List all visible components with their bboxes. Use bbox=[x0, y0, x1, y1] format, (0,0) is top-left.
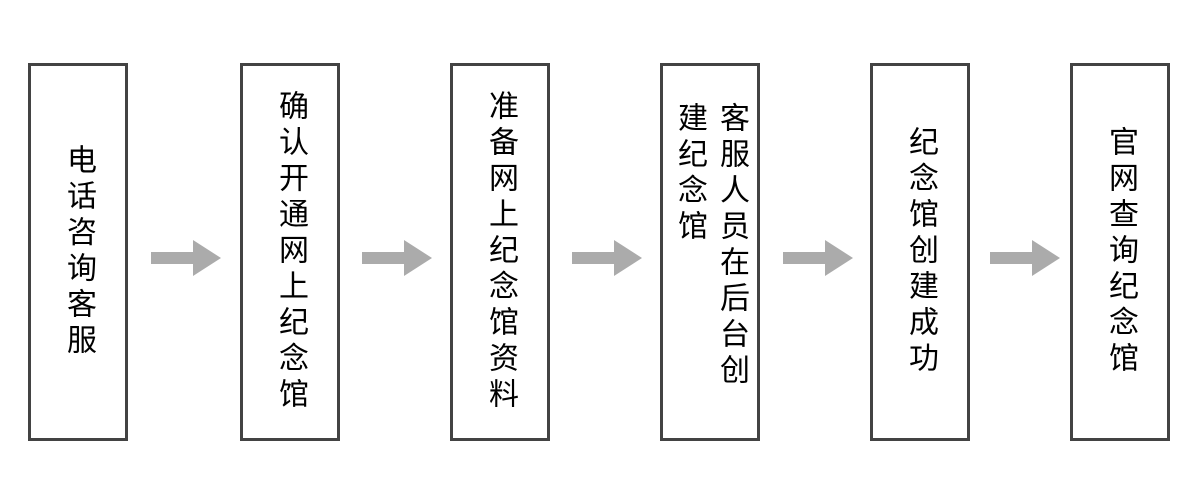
flow-node-1[interactable]: 电话咨询客服 bbox=[28, 63, 128, 441]
flow-node-2[interactable]: 确认开通网上纪念馆 bbox=[240, 63, 340, 441]
flow-node-6[interactable]: 官网查询纪念馆 bbox=[1070, 63, 1170, 441]
flow-node-1-label: 电话咨询客服 bbox=[61, 144, 96, 360]
flow-node-6-label: 官网查询纪念馆 bbox=[1103, 126, 1138, 378]
flow-arrow-2 bbox=[362, 240, 432, 276]
flow-node-2-label: 确认开通网上纪念馆 bbox=[273, 90, 308, 414]
flow-node-3[interactable]: 准备网上纪念馆资料 bbox=[450, 63, 550, 441]
flow-node-4-label: 客服人员在后台创建纪念馆 bbox=[672, 102, 749, 390]
flow-node-5-label: 纪念馆创建成功 bbox=[903, 126, 938, 378]
flow-node-3-label: 准备网上纪念馆资料 bbox=[483, 90, 518, 414]
flow-node-4[interactable]: 客服人员在后台创建纪念馆 bbox=[660, 63, 760, 441]
flow-node-5[interactable]: 纪念馆创建成功 bbox=[870, 63, 970, 441]
flow-arrow-5 bbox=[990, 240, 1060, 276]
flow-arrow-4 bbox=[783, 240, 853, 276]
flow-arrow-3 bbox=[572, 240, 642, 276]
flow-arrow-1 bbox=[151, 240, 221, 276]
